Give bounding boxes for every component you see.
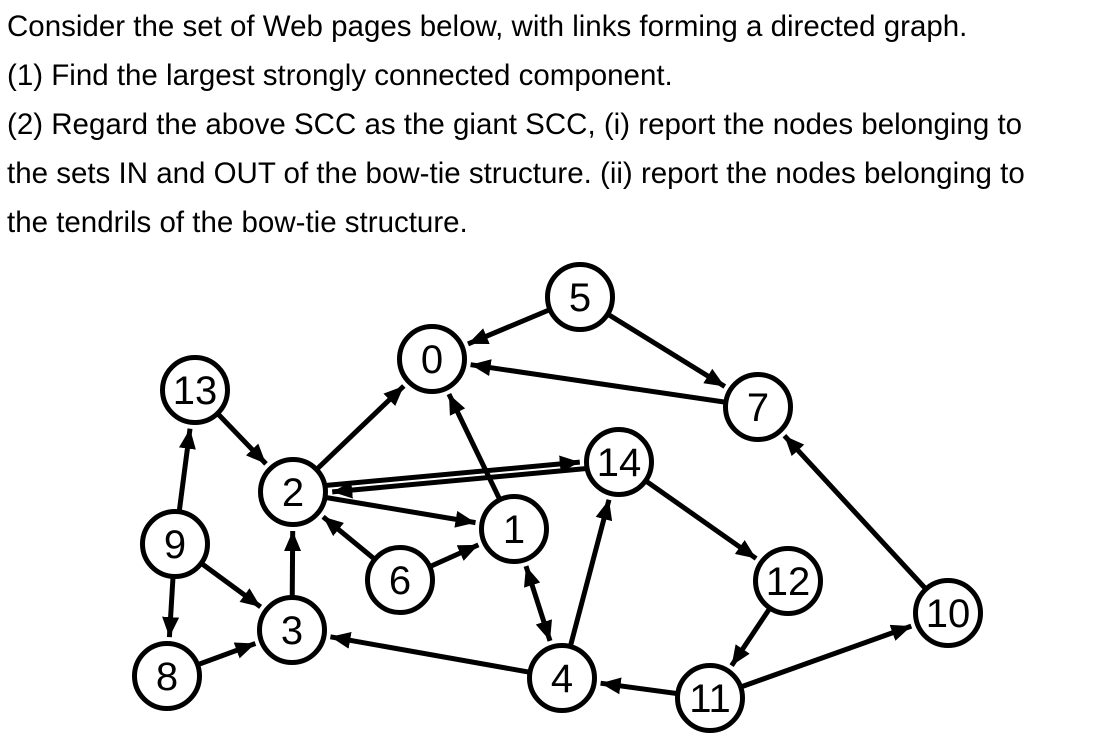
node-circle-8 xyxy=(132,641,202,711)
node-label-2: 2 xyxy=(282,471,304,515)
graph-node-10: 10 xyxy=(913,578,983,648)
node-label-10: 10 xyxy=(926,592,971,636)
graph-node-1: 1 xyxy=(479,494,549,564)
node-circle-7 xyxy=(723,372,793,442)
node-circle-9 xyxy=(140,509,210,579)
node-circle-5 xyxy=(545,262,615,332)
graph-node-14: 14 xyxy=(584,427,654,497)
edge-10-7 xyxy=(782,434,950,615)
graph-node-2: 2 xyxy=(258,457,328,527)
question-text: Consider the set of Web pages below, wit… xyxy=(7,2,1102,247)
node-label-6: 6 xyxy=(389,559,411,603)
node-circle-1 xyxy=(479,494,549,564)
node-circle-12 xyxy=(753,546,823,616)
node-circle-3 xyxy=(257,595,327,665)
question-line-3: (2) Regard the above SCC as the giant SC… xyxy=(7,108,1023,141)
node-label-4: 4 xyxy=(551,657,573,701)
graph-node-11: 11 xyxy=(675,663,745,733)
node-label-7: 7 xyxy=(747,386,769,430)
graph-node-4: 4 xyxy=(527,643,597,713)
node-circle-11 xyxy=(675,663,745,733)
graph-node-5: 5 xyxy=(545,262,615,332)
node-circle-10 xyxy=(913,578,983,648)
question-line-5: the tendrils of the bow-tie structure. xyxy=(7,206,468,239)
node-circle-4 xyxy=(527,643,597,713)
node-circle-6 xyxy=(365,545,435,615)
node-label-14: 14 xyxy=(597,441,642,485)
edge-11-10 xyxy=(709,623,913,701)
edge-14-2 xyxy=(331,463,620,499)
node-label-13: 13 xyxy=(173,369,218,413)
graph-node-13: 13 xyxy=(160,355,230,425)
edge-4-3 xyxy=(329,631,563,681)
node-label-8: 8 xyxy=(156,655,178,699)
node-label-12: 12 xyxy=(766,560,811,604)
node-circle-14 xyxy=(584,427,654,497)
node-label-9: 9 xyxy=(164,523,186,567)
edge-1-4-bidirectional xyxy=(523,565,553,642)
edge-7-0 xyxy=(470,359,759,410)
question-line-1: Consider the set of Web pages below, wit… xyxy=(7,10,968,43)
node-label-11: 11 xyxy=(689,677,731,721)
question-line-4: the sets IN and OUT of the bow-tie struc… xyxy=(7,157,1025,190)
graph-node-8: 8 xyxy=(132,641,202,711)
graph-node-9: 9 xyxy=(140,509,210,579)
node-circle-13 xyxy=(160,355,230,425)
node-label-1: 1 xyxy=(503,508,525,552)
node-label-3: 3 xyxy=(281,609,303,653)
node-label-5: 5 xyxy=(569,276,591,320)
question-line-2: (1) Find the largest strongly connected … xyxy=(7,59,673,92)
graph-node-7: 7 xyxy=(723,372,793,442)
graph-node-3: 3 xyxy=(257,595,327,665)
graph-node-0: 0 xyxy=(397,324,467,394)
node-label-0: 0 xyxy=(421,338,443,382)
node-circle-2 xyxy=(258,457,328,527)
graph-node-6: 6 xyxy=(365,545,435,615)
graph-node-12: 12 xyxy=(753,546,823,616)
node-circle-0 xyxy=(397,324,467,394)
